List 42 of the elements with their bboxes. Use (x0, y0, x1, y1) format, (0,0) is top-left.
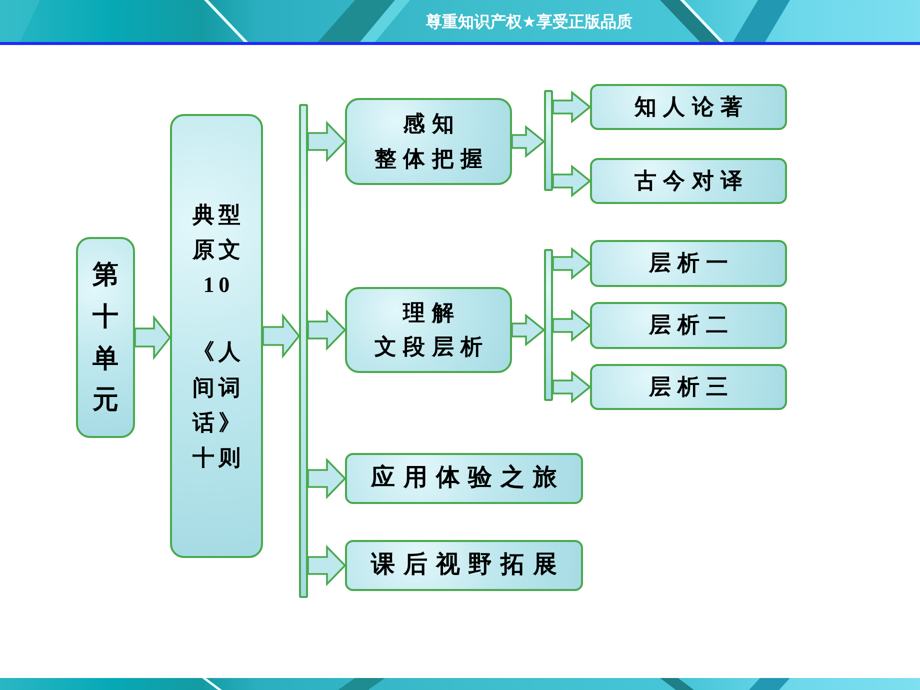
topic-box (76, 237, 135, 438)
block-arrow (552, 164, 592, 198)
block-arrow (511, 314, 546, 346)
topic-box (345, 287, 512, 373)
node-label: 典型原文10 (191, 200, 246, 300)
topic-box (170, 114, 263, 558)
topic-box (345, 98, 512, 185)
topic-box (345, 540, 583, 591)
node-label: 《人间词话》十则 (191, 338, 246, 472)
block-arrow (552, 309, 592, 342)
node-label: 古今对译 (634, 166, 749, 195)
block-arrow (262, 313, 300, 359)
node-label: 理解 (402, 298, 460, 327)
block-arrow (307, 544, 346, 586)
block-arrow (511, 125, 546, 158)
block-arrow (307, 458, 346, 500)
block-arrow (552, 90, 592, 124)
topic-box (590, 84, 787, 130)
node-label: 第十单元 (92, 259, 118, 416)
node-label: 课后视野拓展 (370, 550, 566, 580)
block-arrow (552, 247, 592, 280)
node-label: 层析三 (648, 372, 735, 401)
block-arrow (134, 314, 172, 360)
header-slogan: 尊重知识产权★享受正版品质 (426, 11, 632, 33)
block-arrow (552, 370, 592, 404)
connector-bar (299, 104, 308, 598)
topic-box (345, 453, 583, 504)
node-label: 整体把握 (374, 144, 489, 172)
topic-box (590, 364, 787, 410)
topic-box (590, 240, 787, 287)
node-label: 层析一 (648, 249, 735, 278)
topic-box (590, 158, 787, 204)
node-label: 知人论著 (633, 92, 749, 121)
block-arrow (307, 120, 346, 162)
node-label: 文段层析 (374, 333, 489, 361)
node-label: 层析二 (648, 311, 735, 340)
connector-bar (544, 90, 553, 191)
connector-bar (544, 249, 553, 401)
block-arrow (307, 309, 346, 351)
node-label: 感知 (402, 110, 460, 138)
node-label: 应用体验之旅 (370, 463, 566, 493)
topic-box (590, 302, 787, 349)
